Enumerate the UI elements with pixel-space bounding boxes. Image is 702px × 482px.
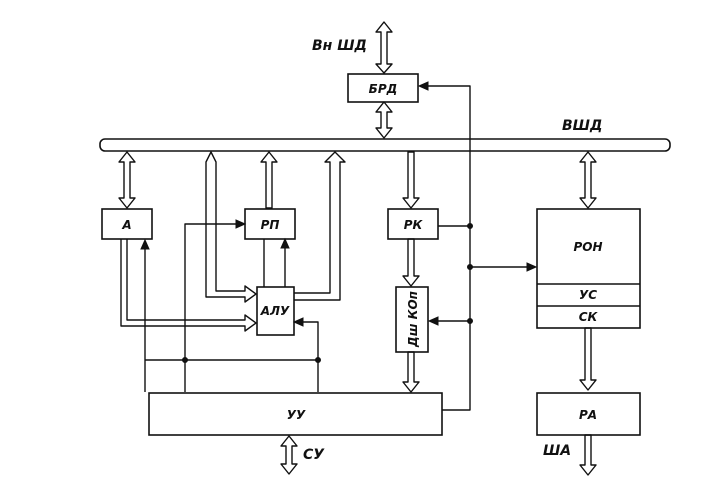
a-to-alu	[120, 239, 257, 332]
decoder-to-uu	[402, 351, 420, 393]
alu-label: АЛУ	[260, 304, 290, 318]
rp-bus-link	[260, 151, 278, 209]
control-arrow-brd	[417, 81, 429, 91]
brd-bus-link	[375, 101, 393, 139]
alu-to-rp-arrowhead	[280, 237, 290, 249]
junction-185	[182, 357, 188, 363]
ra-block	[536, 392, 641, 436]
control-arrow-decoder	[427, 316, 439, 326]
rp-label: РП	[261, 218, 280, 232]
internal-data-bus-label: ВШД	[562, 118, 602, 134]
uu-block	[148, 392, 443, 436]
ron-ra-link	[579, 327, 597, 391]
us-label: УС	[579, 288, 597, 302]
ron-bus-link	[579, 151, 597, 209]
address-bus-arrow	[579, 434, 597, 476]
junction-ron	[467, 264, 473, 270]
rk-block	[387, 208, 439, 240]
rp-block	[244, 208, 296, 240]
rk-to-decoder	[402, 238, 420, 287]
a-bus-link	[118, 151, 136, 209]
decoder-block	[395, 286, 429, 353]
control-line-alu	[296, 321, 319, 392]
control-arrow-rp	[235, 219, 247, 229]
ron-label: РОН	[573, 240, 602, 254]
address-bus-label: ША	[543, 443, 571, 459]
uu-label: УУ	[287, 408, 306, 422]
control-bus-label: СУ	[303, 447, 325, 463]
a-label: А	[121, 218, 131, 232]
sk-label: СК	[579, 310, 599, 324]
alu-block	[256, 286, 295, 336]
control-arrow-alu	[292, 317, 304, 327]
decoder-label: Дш КОп	[406, 291, 420, 348]
junction-rk	[467, 223, 473, 229]
junction-decoder	[467, 318, 473, 324]
junction-318	[315, 357, 321, 363]
ra-label: РА	[579, 408, 597, 422]
control-line-rp	[184, 223, 243, 392]
rk-bus-link	[402, 151, 420, 209]
rk-label: РК	[404, 218, 424, 232]
brd-block	[347, 73, 419, 103]
alu-output-to-bus	[294, 151, 346, 301]
bus-to-alu-input	[205, 151, 257, 303]
external-data-bus-label: Вн ШД	[312, 38, 367, 54]
control-arrow-a	[140, 238, 150, 250]
control-arrow-ron	[526, 262, 538, 272]
brd-label: БРД	[369, 82, 398, 96]
external-data-bus-arrow	[375, 21, 393, 74]
control-bus-arrow	[280, 435, 298, 475]
internal-data-bus	[99, 138, 671, 152]
uu-control-riser	[424, 85, 471, 411]
